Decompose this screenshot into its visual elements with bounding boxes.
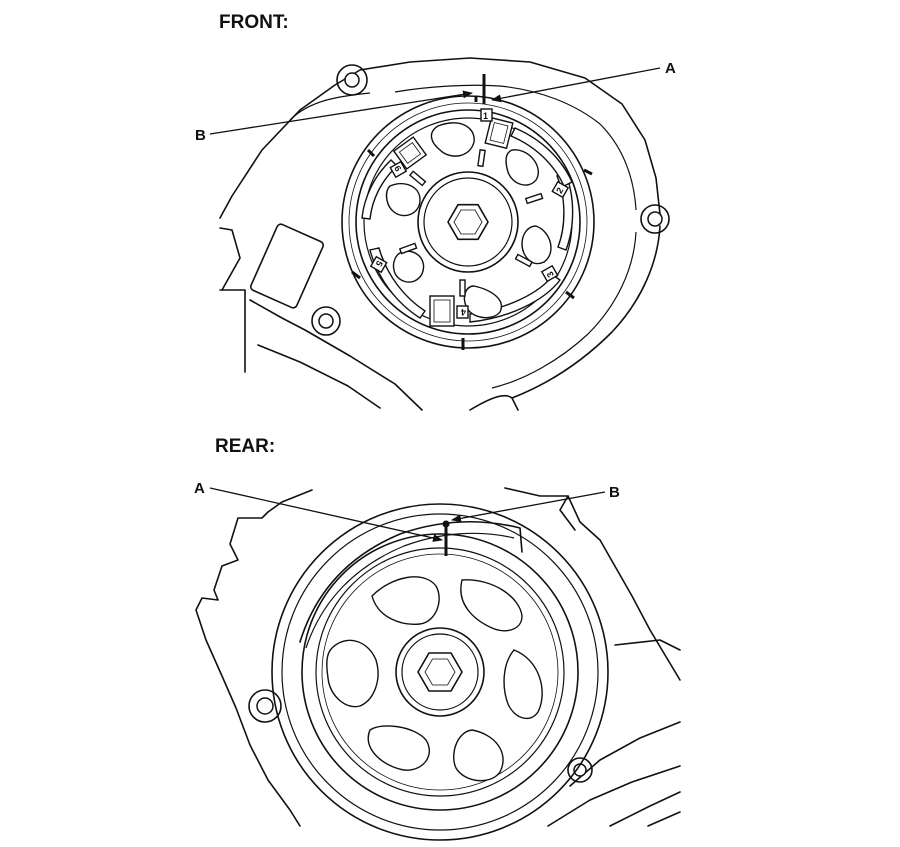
front-pulley: 1 2 3 4 5 6: [351, 108, 593, 350]
rear-title: REAR:: [215, 436, 275, 457]
rear-view: REAR:: [194, 436, 681, 841]
callout-b-label: B: [609, 484, 620, 501]
front-pulley-marks: 1 2 3 4 5 6: [369, 108, 570, 319]
rear-cover-pointer: [442, 520, 450, 528]
callout-a-leader: [209, 487, 443, 542]
callout-b-leader: [209, 90, 473, 135]
front-engine-housing: [219, 57, 670, 411]
callout-b-label: B: [195, 127, 206, 144]
callout-a-label: A: [665, 60, 676, 77]
callout-b-leader: [451, 491, 606, 523]
pulley-mark: 5: [374, 259, 385, 268]
callout-a-label: A: [194, 480, 205, 497]
pulley-mark: 2: [554, 186, 565, 195]
pulley-mark: 4: [461, 307, 466, 317]
rear-engine-housing: [195, 487, 681, 841]
pulley-mark: 1: [483, 111, 488, 121]
callout-a-leader: [491, 67, 661, 103]
pulley-mark: 6: [392, 164, 403, 173]
front-title: FRONT:: [219, 12, 289, 33]
rear-pulley: [301, 533, 579, 811]
pulley-mark: 3: [545, 270, 556, 279]
front-view: FRONT:: [195, 12, 676, 411]
